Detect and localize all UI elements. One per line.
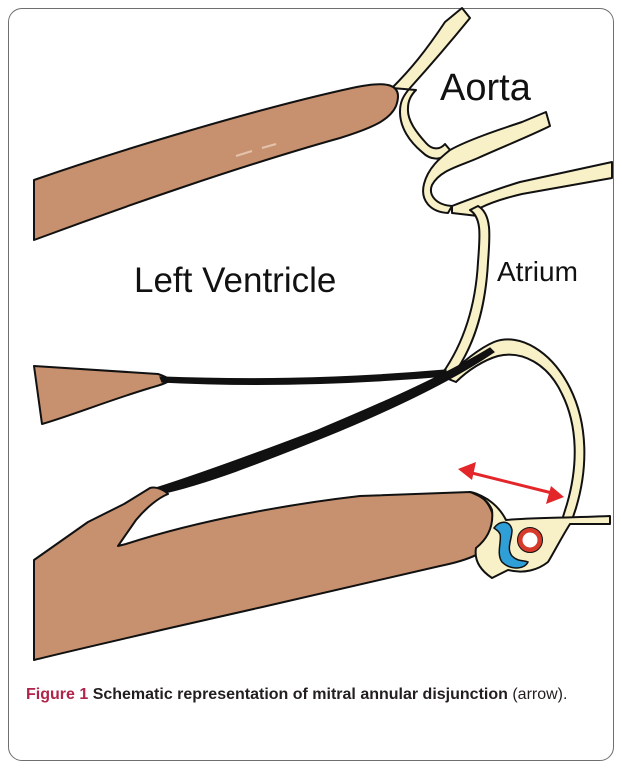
caption-suffix: (arrow) — [512, 686, 563, 703]
posterior-lv-wall — [34, 487, 495, 660]
papillary-muscle-anterior — [34, 366, 170, 424]
septal-myocardium — [34, 84, 398, 240]
figure-caption: Figure 1 Schematic representation of mit… — [26, 682, 598, 707]
figure-number: Figure 1 — [26, 686, 88, 703]
anterior-mitral-leaflet — [160, 370, 446, 384]
caption-end: . — [563, 686, 567, 703]
left-ventricle-label: Left Ventricle — [134, 261, 336, 300]
atrium-label: Atrium — [497, 256, 578, 287]
caption-title: Schematic representation of mitral annul… — [93, 686, 508, 703]
aorta-label: Aorta — [440, 67, 532, 109]
circumflex-artery — [520, 530, 540, 550]
